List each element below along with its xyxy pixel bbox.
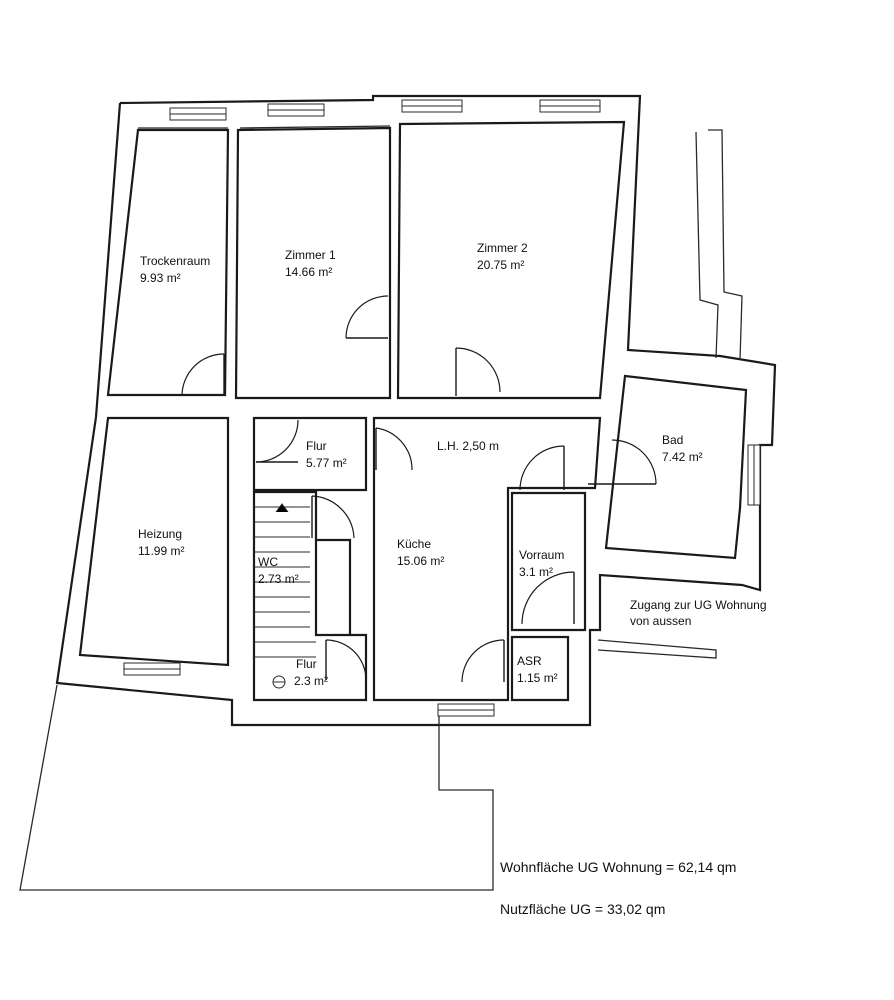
site-boundary (19, 684, 494, 891)
label-vorraum-name: Vorraum (519, 548, 564, 562)
label-flur-lower-name: Flur (296, 657, 317, 671)
entrance-ramp (597, 639, 717, 659)
room-zimmer-1 (234, 126, 392, 400)
label-asr-name: ASR (517, 654, 542, 668)
windows (123, 99, 761, 717)
room-wc (252, 490, 368, 702)
room-trockenraum (106, 128, 230, 397)
room-heizung (78, 416, 230, 667)
label-wc-area: 2.73 m² (258, 572, 299, 586)
label-heizung-name: Heizung (138, 527, 182, 541)
label-asr-area: 1.15 m² (517, 671, 558, 685)
exterior-wall-right (708, 129, 743, 361)
room-flur-upper (252, 416, 368, 492)
label-zimmer2-name: Zimmer 2 (477, 241, 528, 255)
room-bad (604, 374, 748, 560)
stairs (254, 503, 316, 689)
label-flur-lower-area: 2.3 m² (294, 674, 328, 688)
summary-wohnflaeche: Wohnfläche UG Wohnung = 62,14 qm (500, 859, 736, 875)
label-flur-upper-name: Flur (306, 439, 327, 453)
room-vorraum (510, 491, 587, 632)
label-zimmer1-name: Zimmer 1 (285, 248, 336, 262)
label-ceiling-height: L.H. 2,50 m (437, 439, 499, 453)
doors (181, 295, 657, 683)
room-kueche (372, 416, 602, 702)
label-heizung-area: 11.99 m² (138, 544, 184, 558)
label-entrance-line1: Zugang zur UG Wohnung (630, 598, 767, 612)
label-kueche-area: 15.06 m² (397, 554, 444, 568)
label-kueche-name: Küche (397, 537, 431, 551)
label-bad-name: Bad (662, 433, 683, 447)
room-zimmer-2 (396, 120, 626, 400)
label-trockenraum-name: Trockenraum (140, 254, 210, 268)
label-wc-name: WC (258, 555, 278, 569)
label-entrance-line2: von aussen (630, 614, 691, 628)
label-flur-upper-area: 5.77 m² (306, 456, 347, 470)
label-trockenraum-area: 9.93 m² (140, 271, 181, 285)
room-asr (510, 635, 570, 702)
label-zimmer2-area: 20.75 m² (477, 258, 524, 272)
label-zimmer1-area: 14.66 m² (285, 265, 332, 279)
label-vorraum-area: 3.1 m² (519, 565, 553, 579)
outer-walls (55, 94, 777, 727)
label-bad-area: 7.42 m² (662, 450, 703, 464)
summary-nutzflaeche: Nutzfläche UG = 33,02 qm (500, 901, 665, 917)
